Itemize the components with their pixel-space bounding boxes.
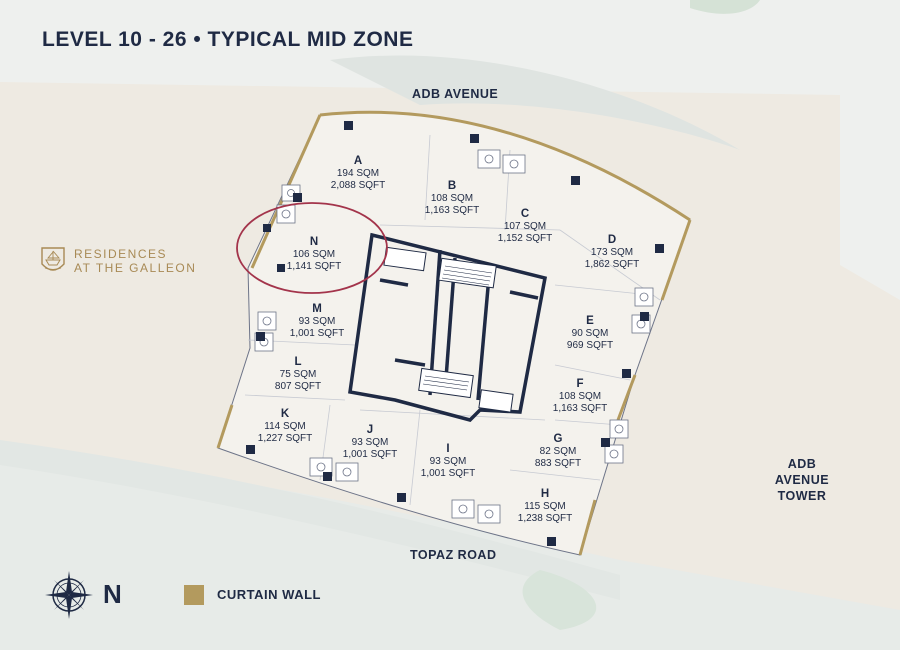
brand-logo: RESIDENCES AT THE GALLEON	[40, 246, 196, 276]
unit-area-sqft: 1,227 SQFT	[257, 432, 313, 444]
brand-name-line: AT THE GALLEON	[74, 261, 197, 275]
unit-area-sqm: 115 SQM	[524, 501, 566, 512]
unit-area-sqft: 883 SQFT	[534, 457, 582, 469]
brand-name: RESIDENCES AT THE GALLEON	[74, 247, 196, 275]
ship-crest-icon	[41, 247, 65, 271]
unit-area-sqm: 108 SQM	[558, 391, 602, 402]
unit-area-sqm: 107 SQM	[503, 221, 547, 232]
unit-letter: H	[540, 488, 550, 500]
unit-letter: B	[447, 180, 457, 192]
unit-letter: J	[366, 424, 374, 436]
unit-area-sqft: 1,163 SQFT	[552, 402, 608, 414]
unit-area-sqft: 1,141 SQFT	[286, 260, 342, 272]
road-label-east-line: AVENUE	[774, 473, 830, 487]
unit-letter: D	[607, 234, 617, 246]
unit-letter: I	[446, 443, 450, 455]
unit-area-sqft: 1,163 SQFT	[424, 204, 480, 216]
brand-name-line: RESIDENCES	[74, 247, 168, 261]
unit-area-sqm: 106 SQM	[292, 249, 336, 260]
curtain-wall-swatch	[184, 585, 204, 605]
page-title: LEVEL 10 - 26 • TYPICAL MID ZONE	[42, 28, 414, 51]
unit-area-sqm: 114 SQM	[264, 421, 306, 432]
unit-area-sqm: 93 SQM	[351, 437, 389, 448]
unit-area-sqft: 1,001 SQFT	[342, 448, 398, 460]
curtain-wall-legend-label: CURTAIN WALL	[217, 587, 321, 602]
unit-area-sqft: 1,001 SQFT	[420, 467, 476, 479]
unit-area-sqm: 75 SQM	[279, 369, 317, 380]
unit-area-sqft: 1,152 SQFT	[497, 232, 553, 244]
unit-letter: N	[309, 236, 319, 248]
unit-letter: A	[353, 155, 363, 167]
unit-area-sqft: 807 SQFT	[274, 380, 322, 392]
unit-letter: F	[576, 378, 584, 390]
structural-columns	[246, 121, 664, 546]
unit-area-sqft: 2,088 SQFT	[330, 179, 386, 191]
bathroom-fixtures	[254, 149, 654, 524]
north-label: N	[103, 579, 122, 609]
unit-letter: M	[312, 303, 322, 315]
unit-area-sqm: 82 SQM	[539, 446, 577, 457]
road-label-east-line: TOWER	[777, 489, 827, 503]
unit-letter: K	[280, 408, 290, 420]
unit-area-sqft: 969 SQFT	[566, 339, 614, 351]
unit-letter: C	[520, 208, 530, 220]
road-label-east-line: ADB	[787, 457, 817, 471]
unit-area-sqm: 108 SQM	[430, 193, 474, 204]
unit-letter: G	[553, 433, 563, 445]
unit-area-sqft: 1,001 SQFT	[289, 327, 345, 339]
compass-rose-icon	[44, 570, 94, 620]
road-label-east: ADB AVENUE TOWER	[772, 456, 832, 504]
road-label-south: TOPAZ ROAD	[410, 548, 497, 562]
unit-letter: E	[586, 315, 594, 327]
unit-area-sqm: 194 SQM	[336, 168, 380, 179]
unit-letter: L	[294, 356, 302, 368]
unit-n-highlight	[236, 202, 388, 294]
unit-area-sqft: 1,238 SQFT	[517, 512, 573, 524]
unit-area-sqm: 93 SQM	[429, 456, 467, 467]
unit-area-sqm: 90 SQM	[571, 328, 609, 339]
unit-area-sqft: 1,862 SQFT	[584, 258, 640, 270]
unit-area-sqm: 93 SQM	[298, 316, 336, 327]
unit-area-sqm: 173 SQM	[590, 247, 634, 258]
road-label-north: ADB AVENUE	[412, 87, 499, 101]
